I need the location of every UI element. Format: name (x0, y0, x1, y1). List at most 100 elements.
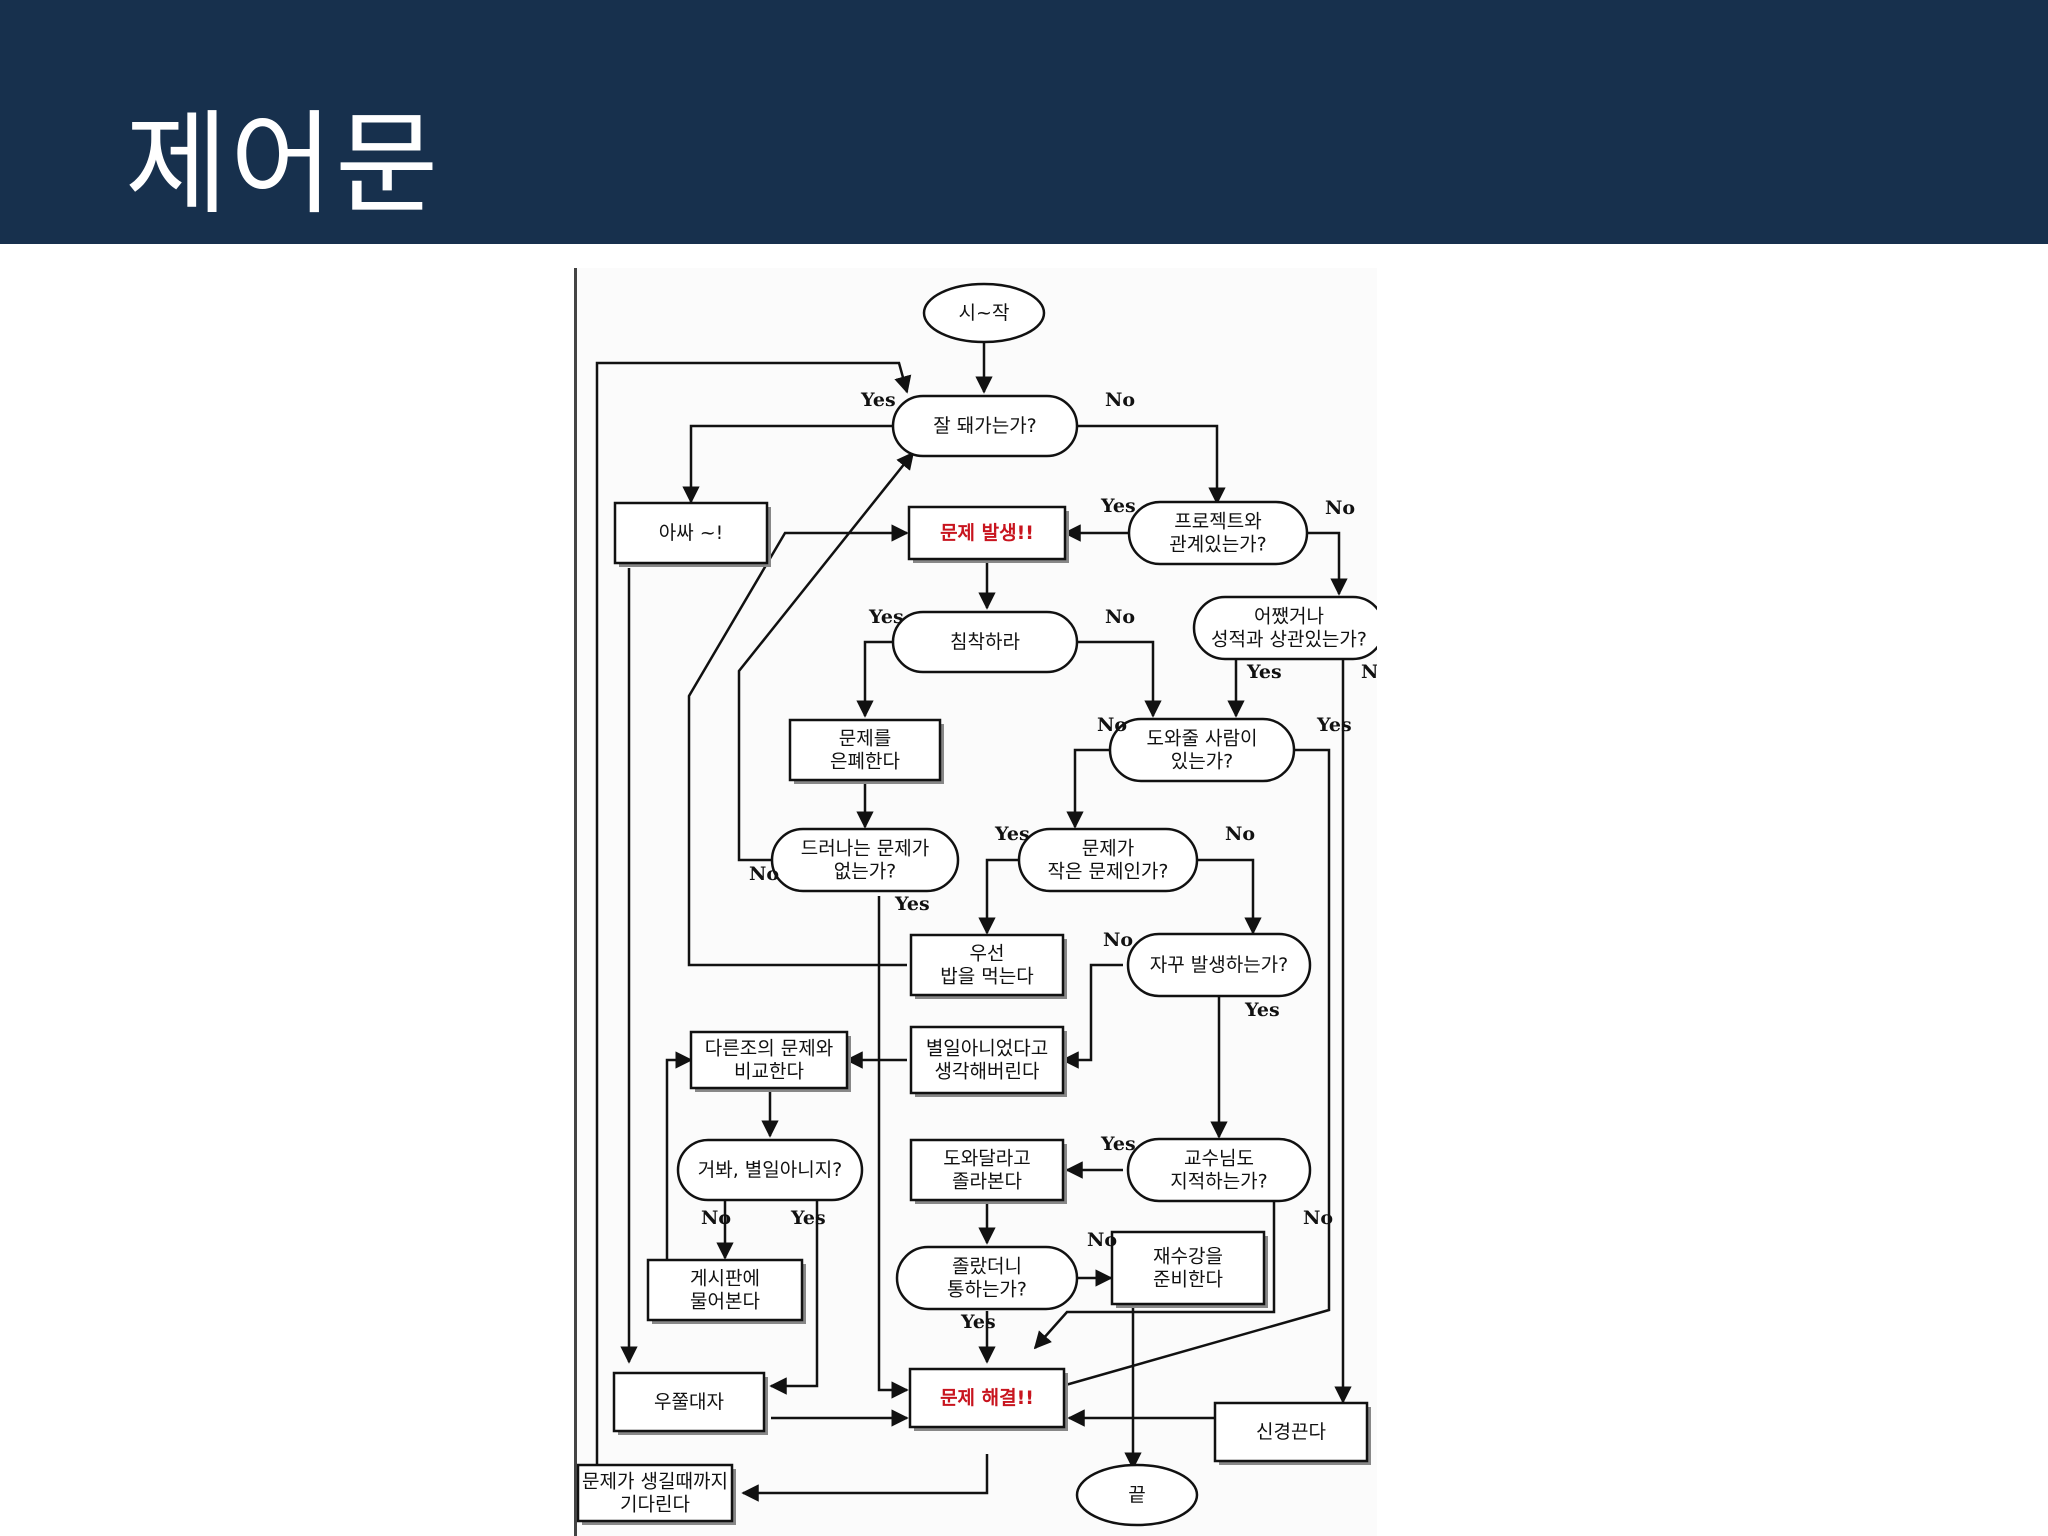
node-shape (908, 1367, 1066, 1429)
node-shape (1075, 1463, 1199, 1527)
node-text: 아싸 ~! (659, 522, 724, 544)
node-shape (1110, 1230, 1266, 1306)
edge-label-yes: Yes (960, 1311, 996, 1333)
node-text: 지적하는가? (1170, 1171, 1268, 1193)
node-text: 준비한다 (1153, 1269, 1223, 1291)
node-text: 문제가 (1082, 838, 1134, 860)
node-text: 끝 (1128, 1484, 1145, 1506)
edge-label-no: No (1087, 1229, 1117, 1251)
node-text: 도와달라고 (943, 1148, 1030, 1170)
node-text: 통하는가? (947, 1279, 1027, 1301)
flowchart-node-problem-occurs: 문제 발생!! (907, 505, 1069, 563)
edge-label-yes: Yes (1244, 999, 1280, 1021)
node-shape (1017, 827, 1199, 893)
node-shape (612, 1371, 766, 1433)
flowchart-node-going-well: 잘 돼가는가? (891, 394, 1079, 458)
node-text: 자꾸 발생하는가? (1150, 954, 1289, 976)
node-text: 문제 해결!! (940, 1387, 1034, 1409)
node-text: 우선 (970, 943, 1005, 965)
node-text: 도와줄 사람이 (1147, 728, 1258, 750)
edge-label-no: No (1225, 823, 1255, 845)
edge-label-no: No (1105, 389, 1135, 411)
node-text: 게시판에 (690, 1268, 760, 1290)
slide-title: 제어문 (125, 100, 441, 230)
node-text: 프로젝트와 (1174, 511, 1261, 533)
node-text: 은폐한다 (830, 751, 900, 773)
node-text: 문제를 (839, 728, 891, 750)
node-shape (646, 1258, 804, 1322)
node-text: 교수님도 (1184, 1148, 1254, 1170)
edge-label-no: No (1361, 661, 1377, 683)
edge-label-yes: Yes (1100, 1133, 1136, 1155)
node-shape (1192, 595, 1377, 661)
node-shape (909, 1138, 1065, 1202)
edge-label-no: No (701, 1207, 731, 1229)
node-shape (1126, 1137, 1312, 1203)
node-text: 없는가? (834, 861, 897, 883)
node-text: 시~작 (959, 302, 1010, 324)
edge-label-no: No (1105, 606, 1135, 628)
node-text: 거봐, 별일아니지? (698, 1159, 843, 1181)
node-shape (788, 718, 942, 782)
flowchart-node-stay-calm: 침착하라 (891, 610, 1079, 674)
node-text: 신경끈다 (1256, 1421, 1326, 1443)
node-text: 생각해버린다 (935, 1061, 1040, 1083)
node-text: 관계있는가? (1169, 534, 1267, 556)
edge-label-yes: Yes (1100, 495, 1136, 517)
node-text: 물어본다 (690, 1291, 760, 1313)
node-text: 잘 돼가는가? (933, 415, 1037, 437)
flowchart-node-start: 시~작 (922, 282, 1046, 344)
edge-label-yes: Yes (1246, 661, 1282, 683)
flowchart-edge-labels: YesNoYesNoYesNoYesNoNoYesNoYesYesNoNoYes… (701, 389, 1377, 1333)
node-shape (922, 282, 1046, 344)
edge-label-no: No (1303, 1207, 1333, 1229)
node-text: 있는가? (1171, 751, 1234, 773)
node-shape (1108, 717, 1296, 783)
node-text: 졸라본다 (952, 1171, 1022, 1193)
node-text: 성적과 상관있는가? (1211, 629, 1367, 651)
node-shape (909, 933, 1065, 997)
flowchart-edges (595, 343, 1352, 1512)
node-shape (1126, 932, 1312, 998)
node-text: 재수강을 (1153, 1246, 1223, 1268)
flowchart-node-end: 끝 (1075, 1463, 1199, 1527)
edge-label-yes: Yes (1316, 714, 1352, 736)
node-shape (689, 1030, 849, 1090)
flowchart-node-ignore: 신경끈다 (1213, 1401, 1371, 1465)
node-text: 비교한다 (734, 1061, 804, 1083)
edge-label-yes: Yes (868, 606, 904, 628)
edge-label-no: No (749, 863, 779, 885)
node-shape (577, 1463, 734, 1523)
node-shape (770, 827, 960, 893)
flowchart-node-whew: 아싸 ~! (613, 501, 771, 567)
node-text: 기다린다 (620, 1494, 690, 1516)
node-text: 작은 문제인가? (1047, 861, 1168, 883)
edge-label-no: No (1103, 929, 1133, 951)
slide-header: 제어문 (0, 0, 2048, 244)
flowchart-node-problem-solved: 문제 해결!! (908, 1367, 1068, 1431)
edge-label-yes: Yes (790, 1207, 826, 1229)
node-shape (907, 505, 1067, 561)
node-text: 침착하라 (950, 631, 1020, 653)
flowchart-node-wait-stay: 우쭐대자 (612, 1371, 768, 1435)
flowchart-node-see-nothing: 거봐, 별일아니지? (676, 1138, 864, 1202)
node-text: 드러나는 문제가 (801, 838, 929, 860)
node-shape (1213, 1401, 1369, 1463)
node-text: 다른조의 문제와 (705, 1038, 833, 1060)
